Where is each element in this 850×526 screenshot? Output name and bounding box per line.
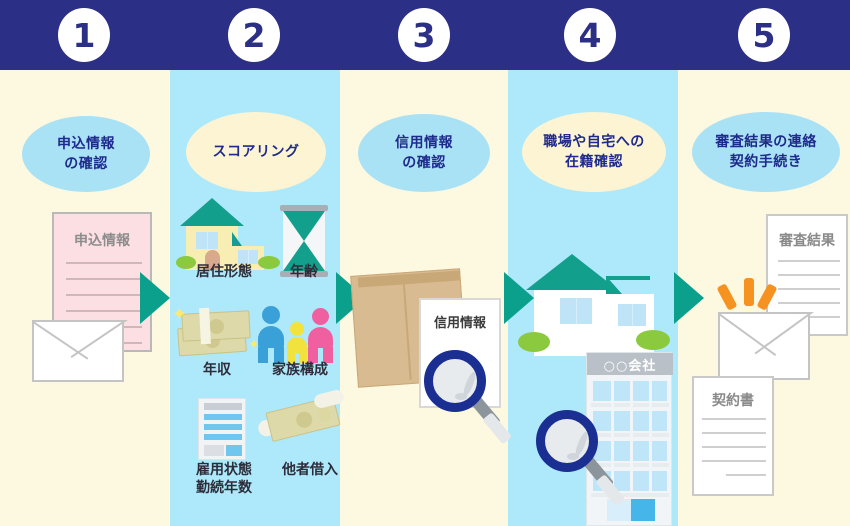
step-number-badge-2: 2 [228, 8, 280, 62]
chart-paper-icon [198, 398, 246, 460]
icon-label-income: 年収 [203, 362, 231, 378]
step-bubble-3: 信用情報 の確認 [358, 114, 490, 192]
office-building-sign: ○○会社 [587, 353, 673, 375]
credit-info-document-title: 信用情報 [433, 316, 486, 331]
step-number-badge-3: 3 [398, 8, 450, 62]
step-number-badge-4: 4 [564, 8, 616, 62]
application-document-title: 申込情報 [74, 233, 130, 249]
icon-label-other-debt: 他者借入 [282, 462, 338, 478]
icon-label-residence: 居住形態 [196, 264, 252, 280]
mail-envelope-step5 [718, 312, 814, 380]
step-header-bar: 1 2 3 4 5 [0, 0, 850, 70]
step-bubble-4: 職場や自宅への 在籍確認 [522, 112, 666, 192]
step-bubble-1: 申込情報 の確認 [22, 116, 150, 192]
step-bubble-2: スコアリング [186, 112, 326, 192]
step-number-badge-5: 5 [738, 8, 790, 62]
office-building-icon: ○○会社 [586, 352, 673, 526]
result-document: 審査結果 [766, 214, 848, 336]
icon-label-family: 家族構成 [272, 362, 328, 378]
step-number-badge-1: 1 [58, 8, 110, 62]
contract-document: 契約書 [692, 376, 774, 496]
flow-arrow-4 [674, 272, 704, 324]
contract-document-title: 契約書 [712, 393, 754, 409]
icon-label-age: 年齢 [290, 264, 318, 280]
flow-arrow-1 [140, 272, 170, 324]
step-bubble-5: 審査結果の連絡 契約手続き [692, 112, 840, 192]
icon-label-employment: 雇用状態 勤続年数 [196, 462, 252, 496]
mail-envelope-step1 [32, 320, 128, 382]
result-document-title: 審査結果 [779, 233, 835, 249]
